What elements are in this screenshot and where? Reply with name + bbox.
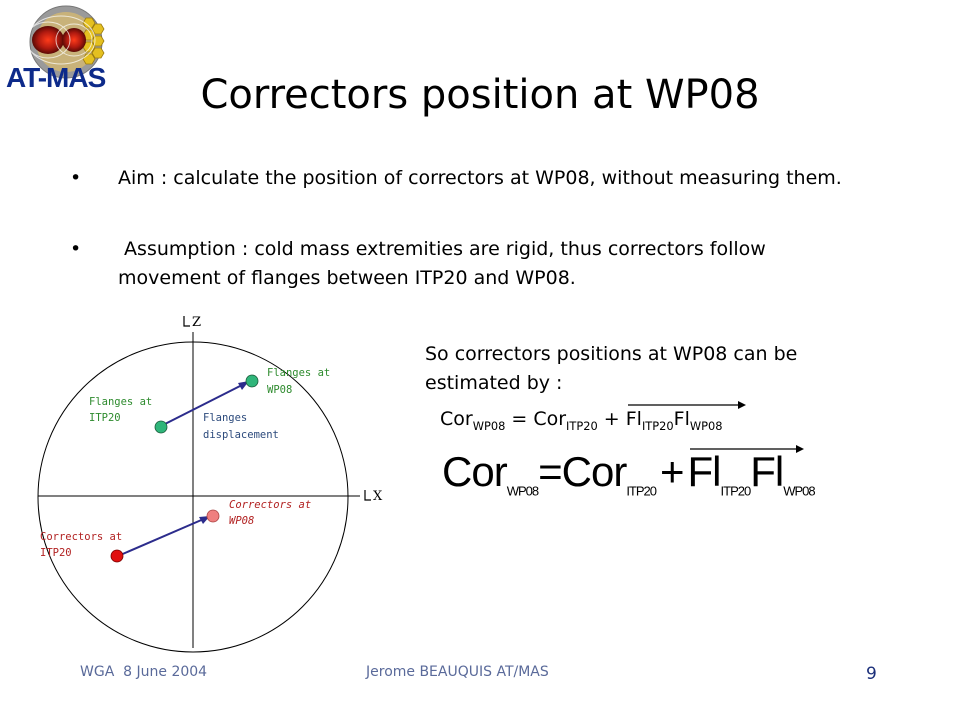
bullet-text: Assumption : cold mass extremities are r… bbox=[118, 238, 772, 289]
formula-term: Fl bbox=[750, 448, 784, 495]
formula-text: CorWP08 = CorITP20 + FlITP20FlWP08 bbox=[440, 401, 746, 433]
corrector-wp08-point bbox=[206, 509, 220, 523]
logo-text: AT-MAS bbox=[6, 62, 106, 93]
flange-wp08-point bbox=[245, 374, 259, 388]
vector-arrow-icon bbox=[627, 401, 746, 409]
formula-operator: = bbox=[505, 408, 534, 430]
corrector-itp20-point bbox=[110, 549, 124, 563]
formula-subscript: WP08 bbox=[472, 418, 506, 433]
displacement-diagram: Z X Flanges at ITP20 Flanges at WP08 Fla… bbox=[37, 315, 383, 653]
formula-vector: FlITP20FlWP08 bbox=[687, 445, 816, 499]
formula-subscript: WP08 bbox=[689, 418, 723, 433]
formula-term: Fl bbox=[673, 408, 690, 430]
formula-term: Cor bbox=[533, 408, 567, 430]
formula-subscript: WP08 bbox=[783, 483, 815, 499]
formula-subscript: ITP20 bbox=[720, 483, 752, 499]
formula-subscript: ITP20 bbox=[641, 418, 674, 433]
z-axis-label: Z bbox=[192, 315, 201, 330]
corrector-displacement-arrow bbox=[117, 517, 207, 557]
formula-term: Cor bbox=[440, 408, 473, 430]
formula-subscript: ITP20 bbox=[626, 483, 657, 499]
footer-author: Jerome BEAUQUIS AT/MAS bbox=[366, 664, 549, 680]
flanges-displacement-label: Flanges displacement bbox=[203, 412, 279, 441]
flange-itp20-point bbox=[154, 420, 168, 434]
flanges-itp20-label: Flanges at ITP20 bbox=[89, 396, 159, 424]
footer-date: WGA 8 June 2004 bbox=[80, 664, 208, 680]
bullet-marker: • bbox=[70, 238, 82, 260]
formula-subscript: WP08 bbox=[506, 483, 539, 499]
correctors-itp20-label: Correctors at ITP20 bbox=[40, 531, 129, 559]
bullet-marker: • bbox=[70, 167, 82, 189]
formula-vector: FlITP20FlWP08 bbox=[625, 401, 746, 433]
formula-term: Cor bbox=[442, 448, 508, 495]
estimate-text: So correctors positions at WP08 can be e… bbox=[425, 343, 798, 394]
flange-displacement-arrow bbox=[160, 382, 247, 427]
z-axis-marker-icon bbox=[183, 316, 190, 327]
formula-operator: + bbox=[597, 408, 626, 430]
formula-graphic: CorWP08=CorITP20+FlITP20FlWP08 bbox=[442, 445, 816, 499]
page-title: Correctors position at WP08 bbox=[200, 72, 760, 118]
formula-term: Fl bbox=[625, 408, 642, 430]
vector-arrow-icon bbox=[689, 445, 804, 453]
flanges-wp08-label: Flanges at WP08 bbox=[267, 367, 337, 396]
logo-graphic-icon bbox=[25, 5, 105, 79]
formula-term: Fl bbox=[687, 448, 722, 495]
page-number: 9 bbox=[866, 664, 877, 684]
logo bbox=[4, 4, 122, 96]
formula-term: Cor bbox=[561, 448, 628, 495]
formula-operator: + bbox=[660, 448, 685, 495]
formula-operator: = bbox=[538, 448, 563, 495]
bullet-text: Aim : calculate the position of correcto… bbox=[118, 167, 842, 189]
formula-subscript: ITP20 bbox=[566, 418, 598, 433]
x-axis-marker-icon bbox=[364, 490, 371, 501]
x-axis-label: X bbox=[373, 489, 383, 504]
correctors-wp08-label: Correctors at WP08 bbox=[229, 499, 318, 527]
